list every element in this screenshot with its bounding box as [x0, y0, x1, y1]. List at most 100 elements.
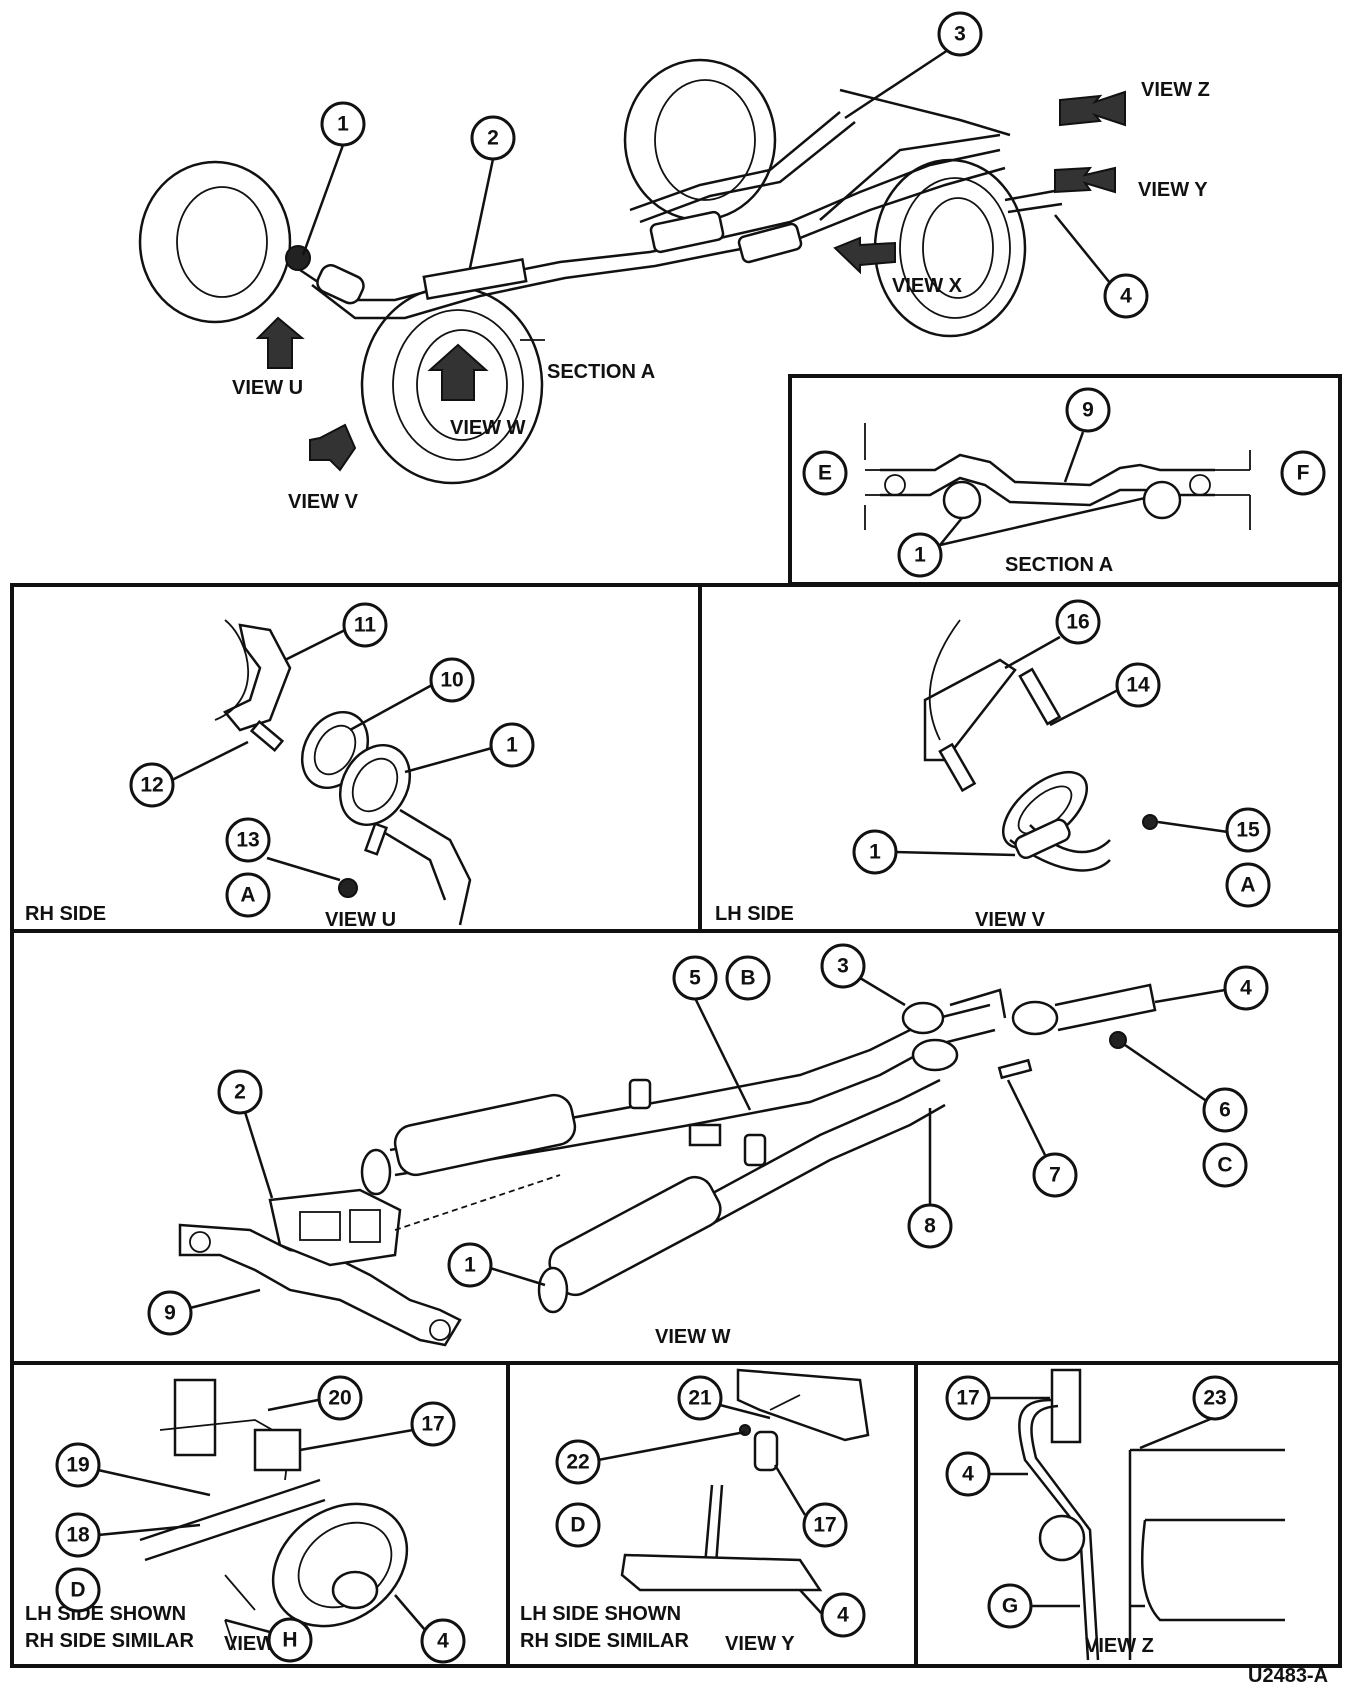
- svg-text:1: 1: [914, 544, 926, 567]
- svg-text:17: 17: [956, 1387, 979, 1410]
- svg-text:9: 9: [164, 1302, 176, 1325]
- svg-text:D: D: [70, 1579, 85, 1602]
- svg-text:A: A: [240, 884, 255, 907]
- svg-text:15: 15: [1236, 819, 1260, 842]
- view-x-label: VIEW X: [892, 275, 963, 297]
- svg-text:19: 19: [66, 1454, 89, 1477]
- view-y-arrow: [1054, 166, 1116, 194]
- svg-text:3: 3: [837, 955, 849, 978]
- view-u-callout-11: 11: [284, 602, 388, 662]
- view-u-illustration: [214, 619, 472, 926]
- section-a-crossmember: [864, 423, 1251, 530]
- view-x-callout-18: 18: [55, 1512, 201, 1558]
- view-z-label: VIEW Z: [1141, 79, 1210, 101]
- overview-callout-2: 2: [468, 115, 516, 269]
- svg-text:E: E: [818, 462, 832, 485]
- view-v-callout-14: 14: [1049, 662, 1161, 727]
- overview-view-arrows: [255, 90, 1126, 472]
- section-a-callout-f: F: [1280, 450, 1326, 496]
- svg-text:17: 17: [421, 1413, 444, 1436]
- svg-text:2: 2: [234, 1081, 246, 1104]
- view-w-callout-1: 1: [447, 1242, 546, 1288]
- svg-text:16: 16: [1066, 611, 1089, 634]
- view-x-callout-h: H: [224, 1617, 313, 1663]
- view-v-arrow: [309, 423, 357, 472]
- view-v-callout-15: 15: [1157, 807, 1271, 853]
- view-w-callout-c: C: [1202, 1142, 1248, 1188]
- view-z-callout-17: 17: [945, 1375, 1050, 1421]
- svg-text:8: 8: [924, 1215, 936, 1238]
- svg-text:G: G: [1002, 1595, 1018, 1618]
- view-y-illustration: [620, 1368, 870, 1592]
- svg-text:23: 23: [1203, 1387, 1226, 1410]
- view-v-illustration: [923, 619, 1158, 872]
- svg-text:4: 4: [837, 1604, 849, 1627]
- svg-text:1: 1: [337, 113, 349, 136]
- figure-id: U2483-A: [1248, 1665, 1328, 1687]
- view-w-callout-2: 2: [217, 1069, 274, 1199]
- section-a-callout-9: 9: [1063, 387, 1111, 483]
- svg-text:7: 7: [1049, 1164, 1061, 1187]
- view-x-callout-4: 4: [394, 1594, 466, 1664]
- rear-right-wheel: [873, 158, 1027, 338]
- view-z-illustration: [1018, 1368, 1285, 1661]
- view-u-title: VIEW U: [325, 909, 396, 931]
- svg-text:12: 12: [140, 774, 163, 797]
- view-x-note-line2: RH SIDE SIMILAR: [25, 1630, 194, 1652]
- view-y-callout-21: 21: [677, 1375, 771, 1421]
- svg-text:H: H: [282, 1629, 297, 1652]
- view-u-callout-12: 12: [129, 740, 249, 808]
- view-w-callout-5: 5: [672, 955, 752, 1111]
- svg-text:C: C: [1217, 1154, 1232, 1177]
- overview-illustration: [138, 58, 1126, 485]
- svg-text:20: 20: [328, 1387, 351, 1410]
- overview-callout-4: 4: [1054, 214, 1149, 319]
- view-y-note-line2: RH SIDE SIMILAR: [520, 1630, 689, 1652]
- svg-text:17: 17: [813, 1514, 836, 1537]
- svg-text:9: 9: [1082, 399, 1094, 422]
- svg-text:1: 1: [869, 841, 881, 864]
- view-x-callout-17: 17: [299, 1401, 456, 1452]
- view-y-callout-d: D: [555, 1502, 601, 1548]
- view-x-note-line1: LH SIDE SHOWN: [25, 1603, 186, 1625]
- svg-text:A: A: [1240, 874, 1255, 897]
- view-w-title: VIEW W: [655, 1326, 731, 1348]
- view-w-callout-6: 2 6: [1124, 1043, 1248, 1133]
- overview-callout-1: 1: [301, 101, 366, 256]
- view-v-title: VIEW V: [975, 909, 1046, 931]
- view-z-arrow: [1059, 90, 1126, 127]
- view-w-callout-7: 7: [1006, 1079, 1078, 1198]
- section-a-label: SECTION A: [547, 361, 655, 383]
- svg-text:4: 4: [1120, 285, 1132, 308]
- view-u-callout-10: 10: [349, 657, 475, 732]
- svg-text:4: 4: [962, 1463, 974, 1486]
- view-w-callout-8: 8: [907, 1108, 953, 1249]
- view-z-panel: [914, 1361, 1342, 1668]
- svg-text:5: 5: [689, 967, 701, 990]
- view-u-side-label: RH SIDE: [25, 903, 106, 925]
- svg-text:2: 2: [487, 127, 499, 150]
- view-z-callout-23: 23: [1139, 1375, 1238, 1450]
- view-y-callout-22: 22: [555, 1430, 746, 1485]
- view-u-callout-1: 1: [404, 722, 535, 774]
- view-x-illustration: [139, 1378, 409, 1651]
- view-x-callout-19: 19: [55, 1442, 211, 1497]
- view-u-callout-13: 13: [225, 817, 341, 882]
- svg-text:4: 4: [1240, 977, 1252, 1000]
- svg-text:1: 1: [464, 1254, 476, 1277]
- view-x-callout-20: 20: [267, 1375, 363, 1421]
- view-u-arrow: [255, 316, 305, 369]
- rear-left-wheel: [623, 58, 777, 222]
- view-y-callout-17: 17: [773, 1464, 848, 1548]
- view-v-callout-1: 1: [852, 829, 1016, 875]
- view-w-callout-9: 9: [147, 1288, 261, 1336]
- view-x-callout-d: D: [55, 1567, 101, 1613]
- view-v-callout-16: 16: [1004, 599, 1101, 670]
- svg-text:22: 22: [566, 1451, 589, 1474]
- view-w-panel: [10, 929, 1342, 1365]
- view-w-callout-4: 4: [1154, 965, 1269, 1011]
- view-z-title: VIEW Z: [1085, 1635, 1154, 1657]
- view-w-arrow: [427, 343, 489, 401]
- view-v-label: VIEW V: [288, 491, 359, 513]
- svg-text:B: B: [740, 967, 755, 990]
